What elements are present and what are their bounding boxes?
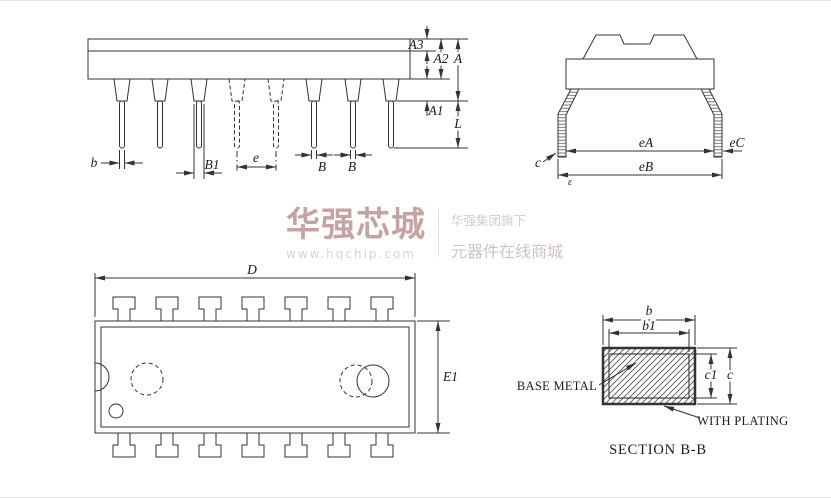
- dim-A3: A3: [408, 26, 430, 64]
- dim-section-c1: c1: [691, 353, 720, 399]
- dim-label-section-b: b: [646, 303, 653, 318]
- dim-E1: E1: [417, 320, 461, 434]
- dim-label-eA: eA: [639, 135, 654, 150]
- dim-label-eC: eC: [730, 135, 746, 150]
- section-view: b b1 c1: [517, 303, 788, 458]
- dim-label-L: L: [453, 116, 462, 131]
- hidden-circle-right: [339, 364, 373, 398]
- index-notch: [94, 362, 110, 392]
- dim-label-B-right: B: [348, 159, 356, 174]
- callout-base-metal: BASE METAL: [517, 362, 637, 393]
- with-plating-label: WITH PLATING: [697, 414, 788, 428]
- dim-A2: A2: [430, 39, 451, 79]
- dim-B-left: B: [295, 150, 333, 174]
- dim-A1: A1: [424, 66, 444, 118]
- package-lid: [582, 34, 698, 60]
- ejector-mark-circle: [356, 364, 390, 398]
- package-body-top-outer: [94, 320, 416, 434]
- dim-section-b1: b1: [608, 316, 690, 352]
- dim-B1: B1: [176, 104, 222, 179]
- dim-label-E1: E1: [442, 369, 458, 384]
- dim-e: e: [236, 150, 277, 173]
- dim-section-b: b: [602, 303, 696, 345]
- side-view-hidden-pins: [228, 78, 285, 149]
- dim-label-A2: A2: [433, 51, 449, 66]
- dim-eC: eC: [723, 135, 746, 154]
- dim-D: D: [94, 262, 416, 317]
- dim-label-B-left: B: [318, 159, 326, 174]
- dim-label-b: b: [91, 155, 98, 170]
- right-lead-row: [700, 88, 723, 158]
- dim-label-B1: B1: [205, 157, 220, 172]
- side-view: b B1 e: [87, 26, 468, 179]
- dim-eA: eA: [566, 135, 714, 154]
- top-view: D: [94, 262, 461, 458]
- section-title: SECTION B-B: [609, 442, 707, 458]
- package-body-end: [565, 58, 715, 90]
- dim-L: L: [451, 101, 464, 148]
- top-view-pins-bottom: [112, 433, 394, 458]
- dim-B-right: B: [334, 150, 372, 174]
- dim-c-lead-thickness: c: [535, 152, 557, 170]
- base-metal-label: BASE METAL: [517, 379, 597, 393]
- dim-label-e: e: [253, 150, 259, 165]
- package-body-side: [87, 38, 411, 80]
- lead-cross-section-outer: [601, 346, 697, 406]
- end-view: eA eB eC c: [535, 34, 746, 188]
- package-body-top-inner: [100, 326, 410, 428]
- dim-label-section-c: c: [727, 367, 733, 382]
- dim-b: b: [91, 150, 143, 170]
- dim-eB: eB: [557, 159, 723, 179]
- dim-section-c: c: [697, 347, 737, 405]
- dim-label-D: D: [246, 262, 257, 277]
- dim-A: A: [450, 39, 465, 101]
- top-view-pins-top: [112, 296, 394, 321]
- pin1-dot: [108, 403, 124, 419]
- dim-label-A: A: [453, 51, 463, 66]
- left-lead-row: [557, 88, 580, 158]
- callout-with-plating: WITH PLATING: [663, 405, 788, 428]
- dim-label-section-b1: b1: [642, 318, 656, 333]
- hidden-circle-left: [130, 362, 164, 396]
- side-view-pins: [113, 78, 400, 149]
- dim-label-section-c1: c1: [705, 367, 718, 382]
- dim-label-epsilon: ε: [568, 177, 572, 188]
- dim-label-A3: A3: [408, 37, 424, 52]
- dim-label-eB: eB: [639, 159, 653, 174]
- dim-label-c: c: [535, 155, 541, 170]
- lead-cross-section-inner: [608, 353, 690, 399]
- dim-label-A1: A1: [428, 103, 444, 118]
